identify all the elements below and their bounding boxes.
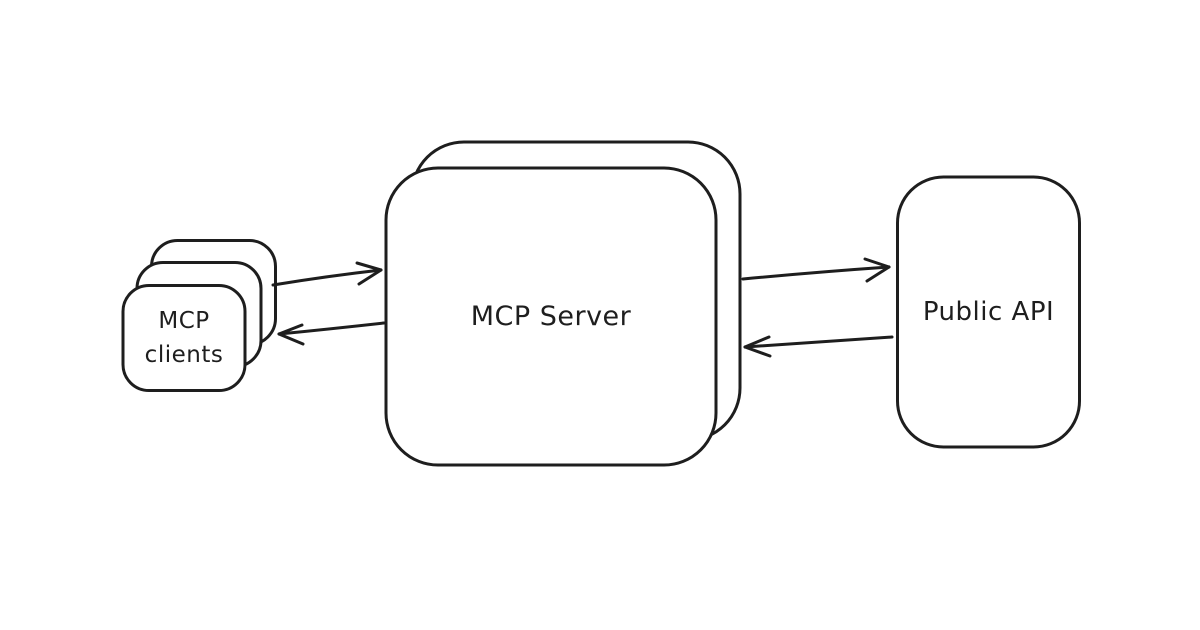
arrowhead-right-icon — [863, 257, 891, 283]
arrowhead-right-icon — [355, 261, 383, 286]
arrow-server-to-clients — [277, 321, 386, 346]
arrow-clients-to-server — [271, 261, 383, 287]
server-node — [384, 140, 742, 467]
arrowhead-left-icon — [743, 335, 772, 358]
api-box — [896, 175, 1081, 449]
clients-node — [121, 239, 277, 392]
arrowhead-left-icon — [277, 323, 305, 346]
api-node — [896, 175, 1081, 449]
server-box-front — [384, 166, 718, 467]
clients-card-front — [121, 284, 247, 392]
arrow-api-to-server — [743, 335, 894, 358]
arrow-server-to-api — [741, 257, 891, 283]
